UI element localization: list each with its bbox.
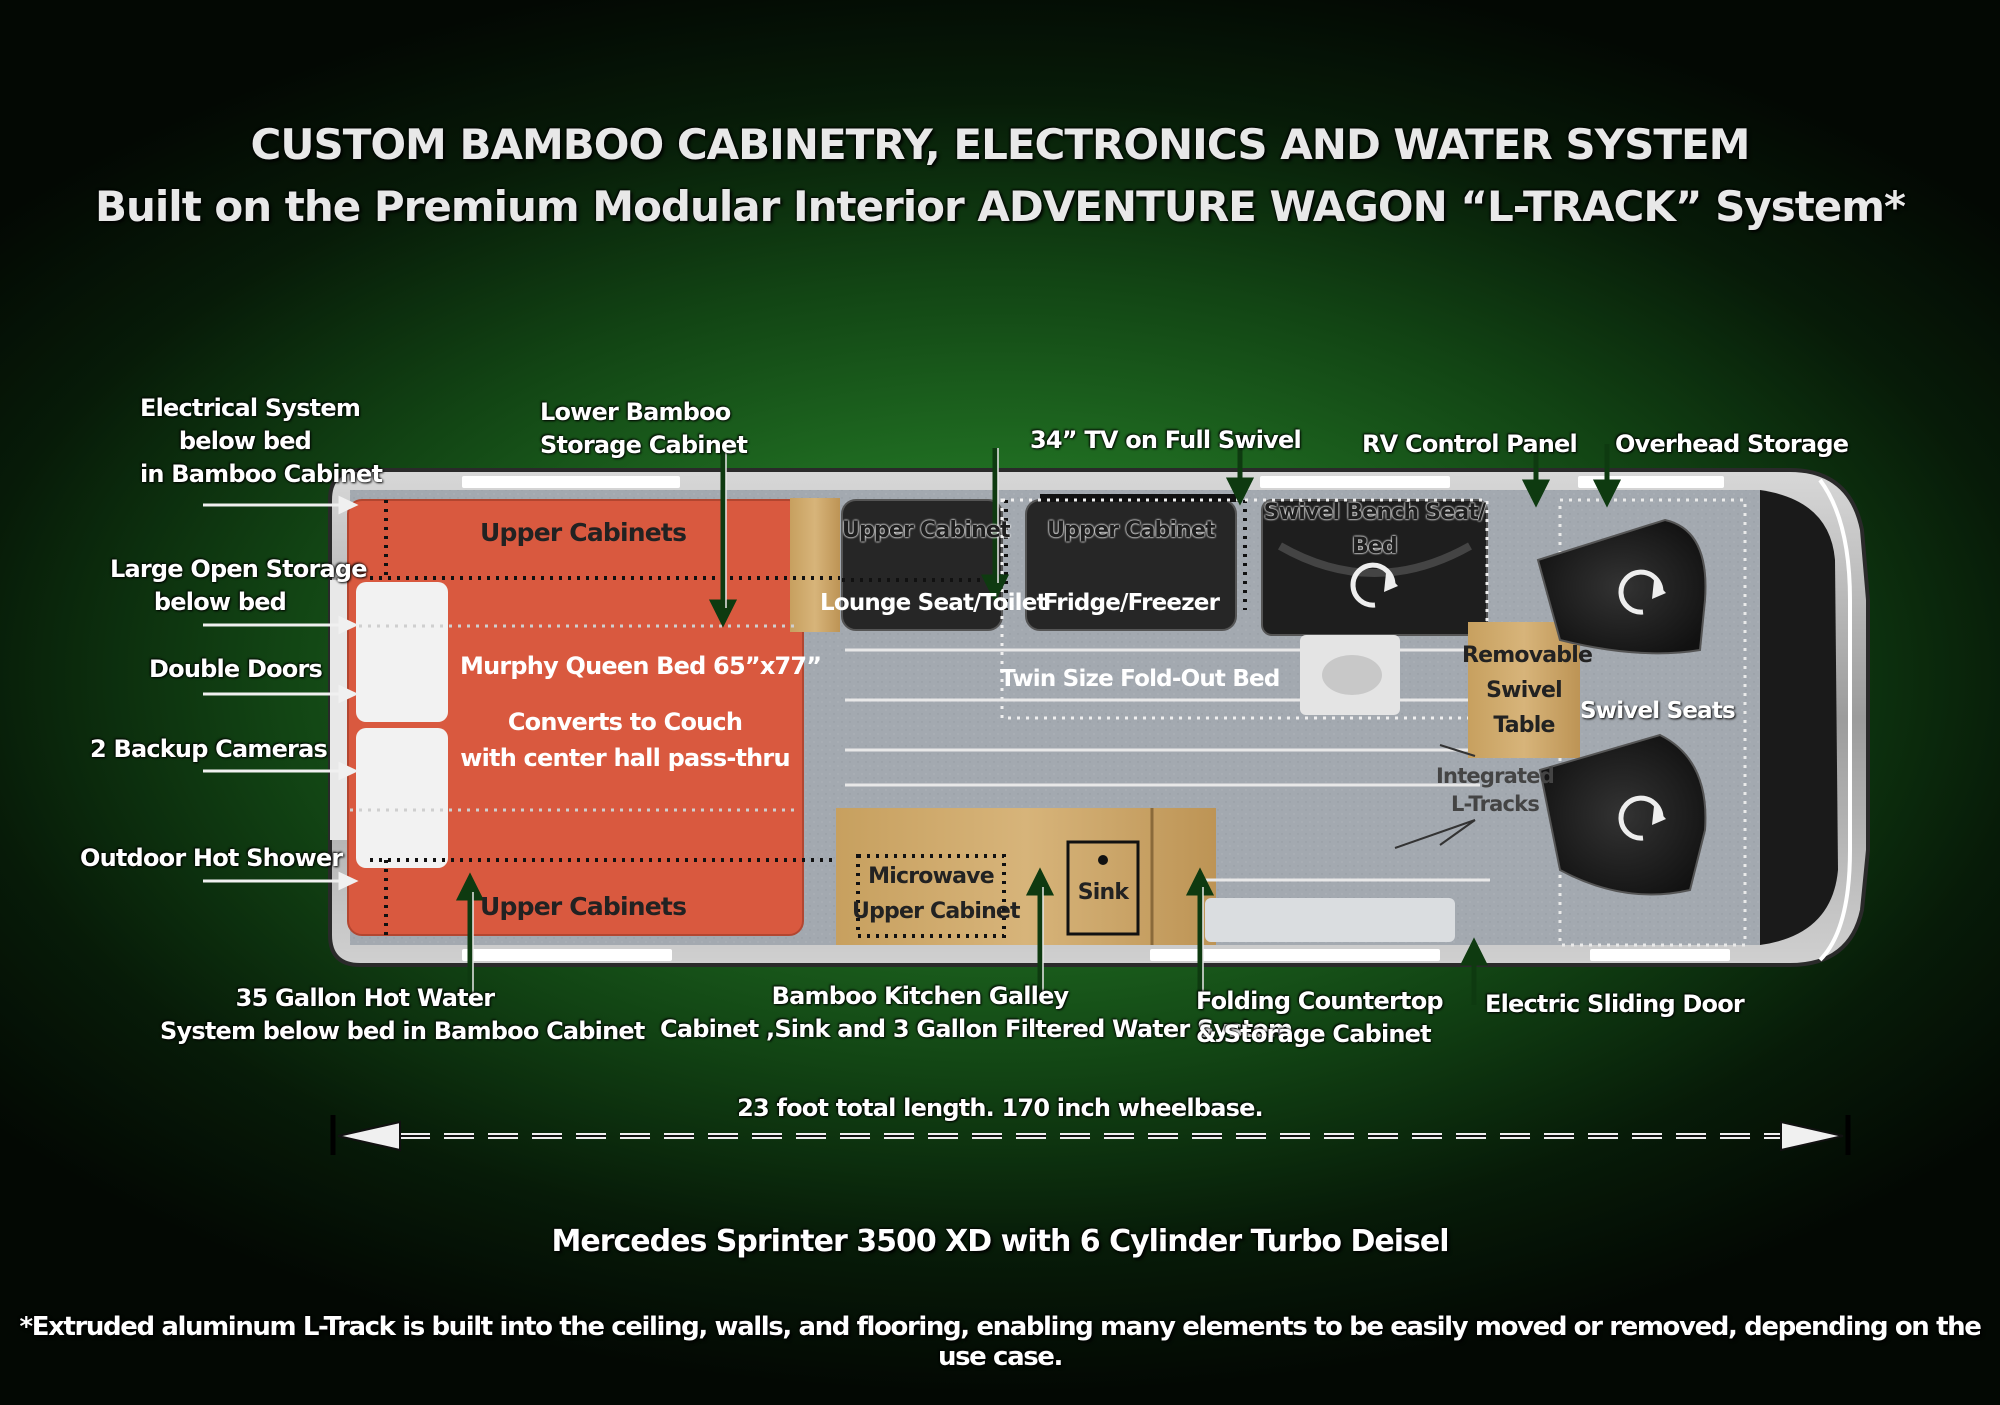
window-strip: [1150, 949, 1440, 961]
label-swivel-bench-1: Swivel Bench Seat/: [1263, 500, 1486, 525]
l-track-pointers: [1394, 744, 1476, 849]
label-backup-cameras: 2 Backup Cameras: [90, 735, 328, 763]
label-twin-bed: Twin Size Fold-Out Bed: [1000, 666, 1280, 692]
label-sink: Sink: [1077, 880, 1129, 905]
label-hot-water-system: 35 Gallon Hot Water System below bed in …: [160, 982, 645, 1048]
label-line: Bamboo Kitchen Galley: [771, 982, 1070, 1010]
label-converts-couch: Converts to Couch: [507, 708, 743, 736]
bench-seat-shape: [1278, 542, 1472, 577]
label-upper-cabinets-bottom: Upper Cabinets: [480, 892, 687, 921]
label-upper-cabinet-3: Upper Cabinet: [852, 899, 1021, 924]
title-line-1: CUSTOM BAMBOO CABINETRY, ELECTRONICS AND…: [250, 120, 1751, 169]
label-line: Storage Cabinet: [540, 431, 748, 459]
label-integrated-1: Integrated: [1436, 764, 1555, 788]
label-electrical-system: Electrical System below bed in Bamboo Ca…: [140, 392, 383, 491]
label-rv-control-panel: RV Control Panel: [1362, 430, 1578, 458]
label-line: Large Open Storage: [110, 555, 368, 583]
label-murphy-bed: Murphy Queen Bed 65”x77”: [460, 652, 822, 680]
callout-arrows: [455, 432, 1622, 1008]
label-line: System below bed in Bamboo Cabinet: [160, 1017, 645, 1045]
window-strip: [1590, 949, 1730, 961]
label-removable-2: Swivel: [1486, 678, 1563, 703]
cabinet-dotted-outlines: [842, 500, 1247, 610]
window-strip: [1260, 476, 1450, 488]
label-line: Folding Countertop: [1196, 987, 1444, 1015]
label-line: Cabinet ,Sink and 3 Gallon Filtered Wate…: [660, 1015, 1293, 1043]
label-overhead-storage: Overhead Storage: [1615, 430, 1849, 458]
label-double-doors: Double Doors: [149, 655, 323, 683]
window-strip: [462, 476, 680, 488]
label-removable-3: Table: [1493, 713, 1555, 738]
label-folding-countertop: Folding Countertop & Storage Cabinet: [1196, 985, 1444, 1051]
label-lounge-seat: Lounge Seat/Toilet: [820, 590, 1048, 616]
footnote: *Extruded aluminum L-Track is built into…: [19, 1312, 1982, 1372]
dimension-line: [330, 1115, 1851, 1155]
label-line: Electrical System: [140, 394, 361, 422]
swivel-icon: [1350, 562, 1398, 608]
floor-panel: [1205, 898, 1455, 942]
label-removable-1: Removable: [1462, 643, 1593, 668]
label-kitchen-galley: Bamboo Kitchen Galley Cabinet ,Sink and …: [660, 980, 1293, 1046]
swivel-icon: [1618, 569, 1666, 615]
label-upper-cabinets-top: Upper Cabinets: [480, 518, 687, 547]
label-large-open-storage: Large Open Storage below bed: [110, 553, 368, 619]
microwave-dotted: [856, 854, 1006, 938]
removable-swivel-table: [1468, 622, 1580, 758]
label-upper-cabinet-1: Upper Cabinet: [842, 518, 1011, 543]
vehicle-model: Mercedes Sprinter 3500 XD with 6 Cylinde…: [551, 1224, 1450, 1259]
label-line: 35 Gallon Hot Water: [235, 984, 495, 1012]
window-strip: [462, 949, 672, 961]
label-outdoor-hot-shower: Outdoor Hot Shower: [80, 844, 343, 872]
front-cab: [1760, 490, 1838, 945]
toilet-bowl: [1322, 655, 1382, 695]
label-swivel-seats: Swivel Seats: [1580, 698, 1736, 724]
twin-bed-outline: [1000, 498, 1489, 720]
front-windshield-edge: [1818, 478, 1852, 962]
swivel-icon: [1618, 795, 1666, 841]
bed-dotted-lines: [370, 500, 840, 935]
bed-grey-dotted: [350, 624, 800, 812]
label-line: in Bamboo Cabinet: [140, 460, 383, 488]
left-arrows: [203, 495, 359, 891]
murphy-bed: [347, 499, 804, 936]
label-sliding-door: Electric Sliding Door: [1485, 990, 1745, 1018]
label-microwave: Microwave: [868, 864, 994, 889]
sink-drain: [1098, 855, 1108, 865]
pillow-bottom: [356, 728, 448, 868]
label-line: Lower Bamboo: [540, 398, 731, 426]
bamboo-lower-cabinet: [790, 498, 840, 632]
tv-bar: [1040, 494, 1240, 502]
label-dimension: 23 foot total length. 170 inch wheelbase…: [737, 1094, 1264, 1122]
sink-box: [1066, 840, 1140, 936]
title-line-2: Built on the Premium Modular Interior AD…: [94, 182, 1906, 231]
label-integrated-2: L-Tracks: [1450, 792, 1540, 816]
label-lower-bamboo-storage: Lower Bamboo Storage Cabinet: [540, 396, 748, 462]
label-tv-swivel: 34” TV on Full Swivel: [1030, 426, 1302, 454]
label-swivel-bench-2: Bed: [1351, 534, 1398, 559]
label-upper-cabinet-2: Upper Cabinet: [1047, 518, 1216, 543]
pillow-top: [356, 582, 448, 722]
label-line: below bed: [178, 427, 312, 455]
label-line: & Storage Cabinet: [1196, 1020, 1432, 1048]
label-fridge-freezer: Fridge/Freezer: [1042, 590, 1220, 616]
callout-arrow-outlines: [472, 440, 1204, 1008]
label-center-hall: with center hall pass-thru: [460, 744, 790, 772]
label-line: below bed: [153, 588, 287, 616]
